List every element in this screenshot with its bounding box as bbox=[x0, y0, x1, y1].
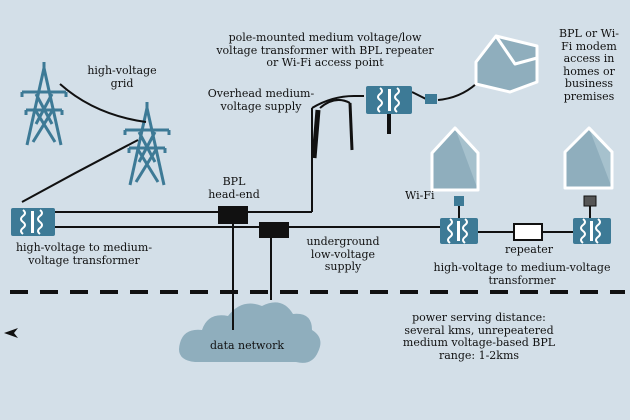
house-icon bbox=[430, 126, 480, 192]
power-pylon-icon bbox=[20, 62, 68, 146]
power-pylon-icon bbox=[123, 102, 171, 186]
label-overhead-supply: Overhead medium- voltage supply bbox=[207, 87, 315, 113]
repeater-box bbox=[513, 223, 543, 241]
transformer-icon bbox=[440, 218, 478, 244]
transformer-icon bbox=[11, 208, 55, 236]
label-hv-mv-transformer-left: high-voltage to medium- voltage transfor… bbox=[15, 241, 153, 267]
label-bpl-headend: BPL head-end bbox=[208, 175, 260, 201]
underground-coupler-box bbox=[259, 222, 289, 238]
transformer-icon bbox=[366, 86, 412, 134]
label-underground-supply: underground low-voltage supply bbox=[306, 235, 380, 273]
bpl-repeater-box bbox=[425, 94, 437, 104]
overhead-supply-posts bbox=[311, 98, 354, 159]
label-wifi: Wi-Fi bbox=[405, 189, 435, 202]
cloud-icon bbox=[179, 302, 321, 363]
label-data-network: data network bbox=[209, 339, 285, 352]
label-serving-distance: power serving distance: several kms, unr… bbox=[402, 311, 556, 362]
label-repeater: repeater bbox=[504, 243, 554, 256]
bpl-headend-box bbox=[218, 206, 248, 224]
arrow-left-icon bbox=[4, 328, 18, 338]
house-icon bbox=[563, 126, 614, 190]
label-pole-transformer: pole-mounted medium voltage/low voltage … bbox=[216, 31, 434, 69]
bpl-modem bbox=[583, 195, 597, 207]
wifi-modem bbox=[454, 196, 464, 206]
label-hv-grid: high-voltage grid bbox=[87, 64, 157, 90]
label-modem-access: BPL or Wi- Fi modem access in homes or b… bbox=[558, 27, 619, 103]
house-icon bbox=[474, 34, 539, 94]
transformer-icon bbox=[573, 218, 611, 244]
label-hv-mv-transformer-right: high-voltage to medium-voltage transform… bbox=[433, 261, 611, 287]
